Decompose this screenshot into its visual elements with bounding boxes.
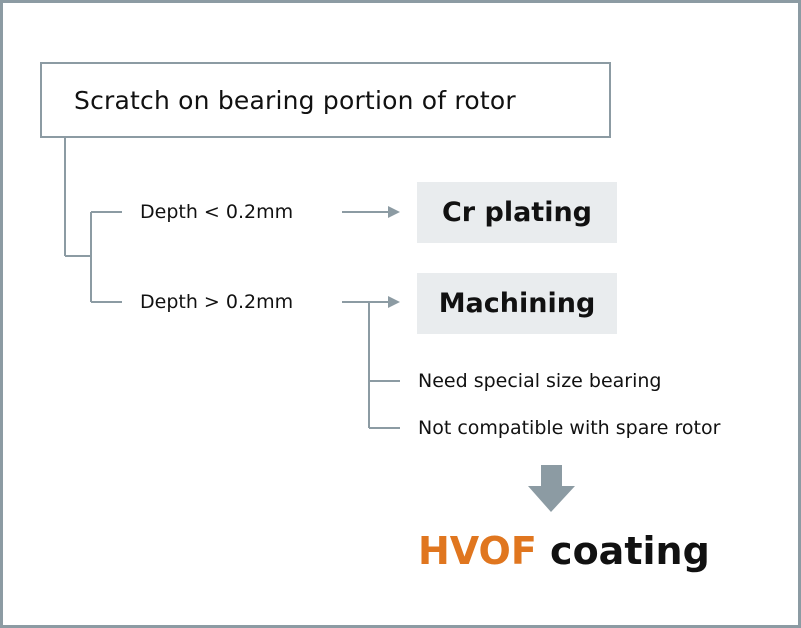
branch-2-condition: Depth > 0.2mm [140, 291, 294, 313]
branch-2-result-label: Machining [438, 288, 596, 319]
branch-2-result: Machining [417, 273, 617, 334]
note-1: Need special size bearing [418, 370, 662, 392]
conclusion-highlight: HVOF [418, 529, 537, 573]
branch-1-arrow-head [388, 206, 400, 218]
branch-1-result-label: Cr plating [441, 197, 593, 228]
branch-2-arrow-head [388, 296, 400, 308]
conclusion-rest: coating [550, 529, 710, 573]
branch-1-condition: Depth < 0.2mm [140, 201, 294, 223]
note-2: Not compatible with spare rotor [418, 417, 721, 439]
conclusion: HVOF coating [418, 526, 710, 576]
down-arrow-icon [528, 465, 575, 512]
root-node: Scratch on bearing portion of rotor [40, 62, 611, 138]
root-label: Scratch on bearing portion of rotor [74, 85, 516, 115]
branch-1-result: Cr plating [417, 182, 617, 243]
